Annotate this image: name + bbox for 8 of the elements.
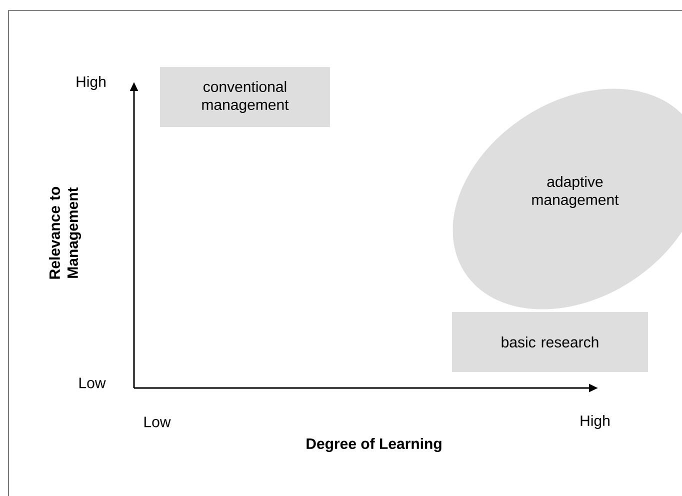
axis-tick-label: Low — [79, 378, 106, 388]
category-box: basic research — [452, 312, 648, 372]
axis-tick-label: High — [580, 415, 610, 429]
axis-tick-label: High — [76, 76, 106, 90]
axis-tick-label: Low — [144, 416, 171, 428]
category-box: conventional management — [160, 67, 330, 127]
axis-title: Degree of Learning — [306, 438, 442, 452]
axis-title: Relevance to Management — [48, 186, 82, 279]
